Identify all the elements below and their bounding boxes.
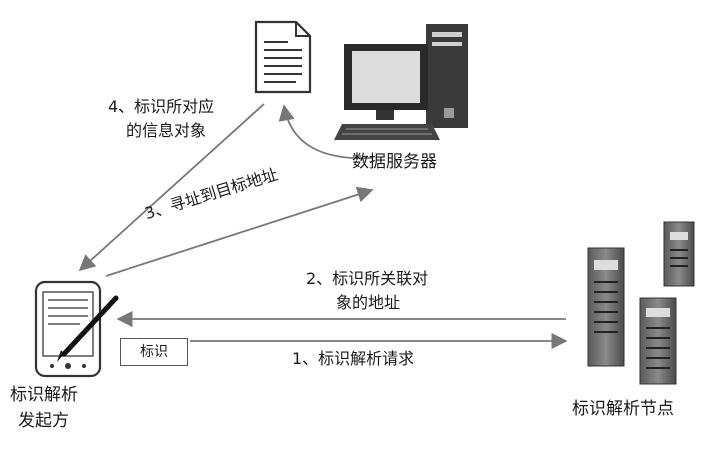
document-icon xyxy=(254,20,312,94)
step4-label-line2: 的信息对象 xyxy=(126,121,207,140)
server-tower-icon xyxy=(587,221,695,385)
handheld-device-icon xyxy=(34,280,119,378)
requester-label-line1: 标识解析 xyxy=(10,385,78,405)
identifier-box: 标识 xyxy=(120,338,188,366)
resolution-node-label: 标识解析节点 xyxy=(572,399,674,419)
arrow-step4 xyxy=(78,103,265,272)
arrow-server-to-document xyxy=(278,104,373,160)
arrow-step3 xyxy=(105,186,374,277)
desktop-computer-icon xyxy=(334,24,468,140)
data-server-label: 数据服务器 xyxy=(352,152,437,172)
requester-label-line2: 发起方 xyxy=(18,411,69,431)
step2-label-line2: 象的地址 xyxy=(336,293,401,312)
step1-label: 1、标识解析请求 xyxy=(292,349,415,368)
step2-label-line1: 2、标识所关联对 xyxy=(306,269,429,288)
step4-label-line1: 4、标识所对应 xyxy=(108,97,215,116)
